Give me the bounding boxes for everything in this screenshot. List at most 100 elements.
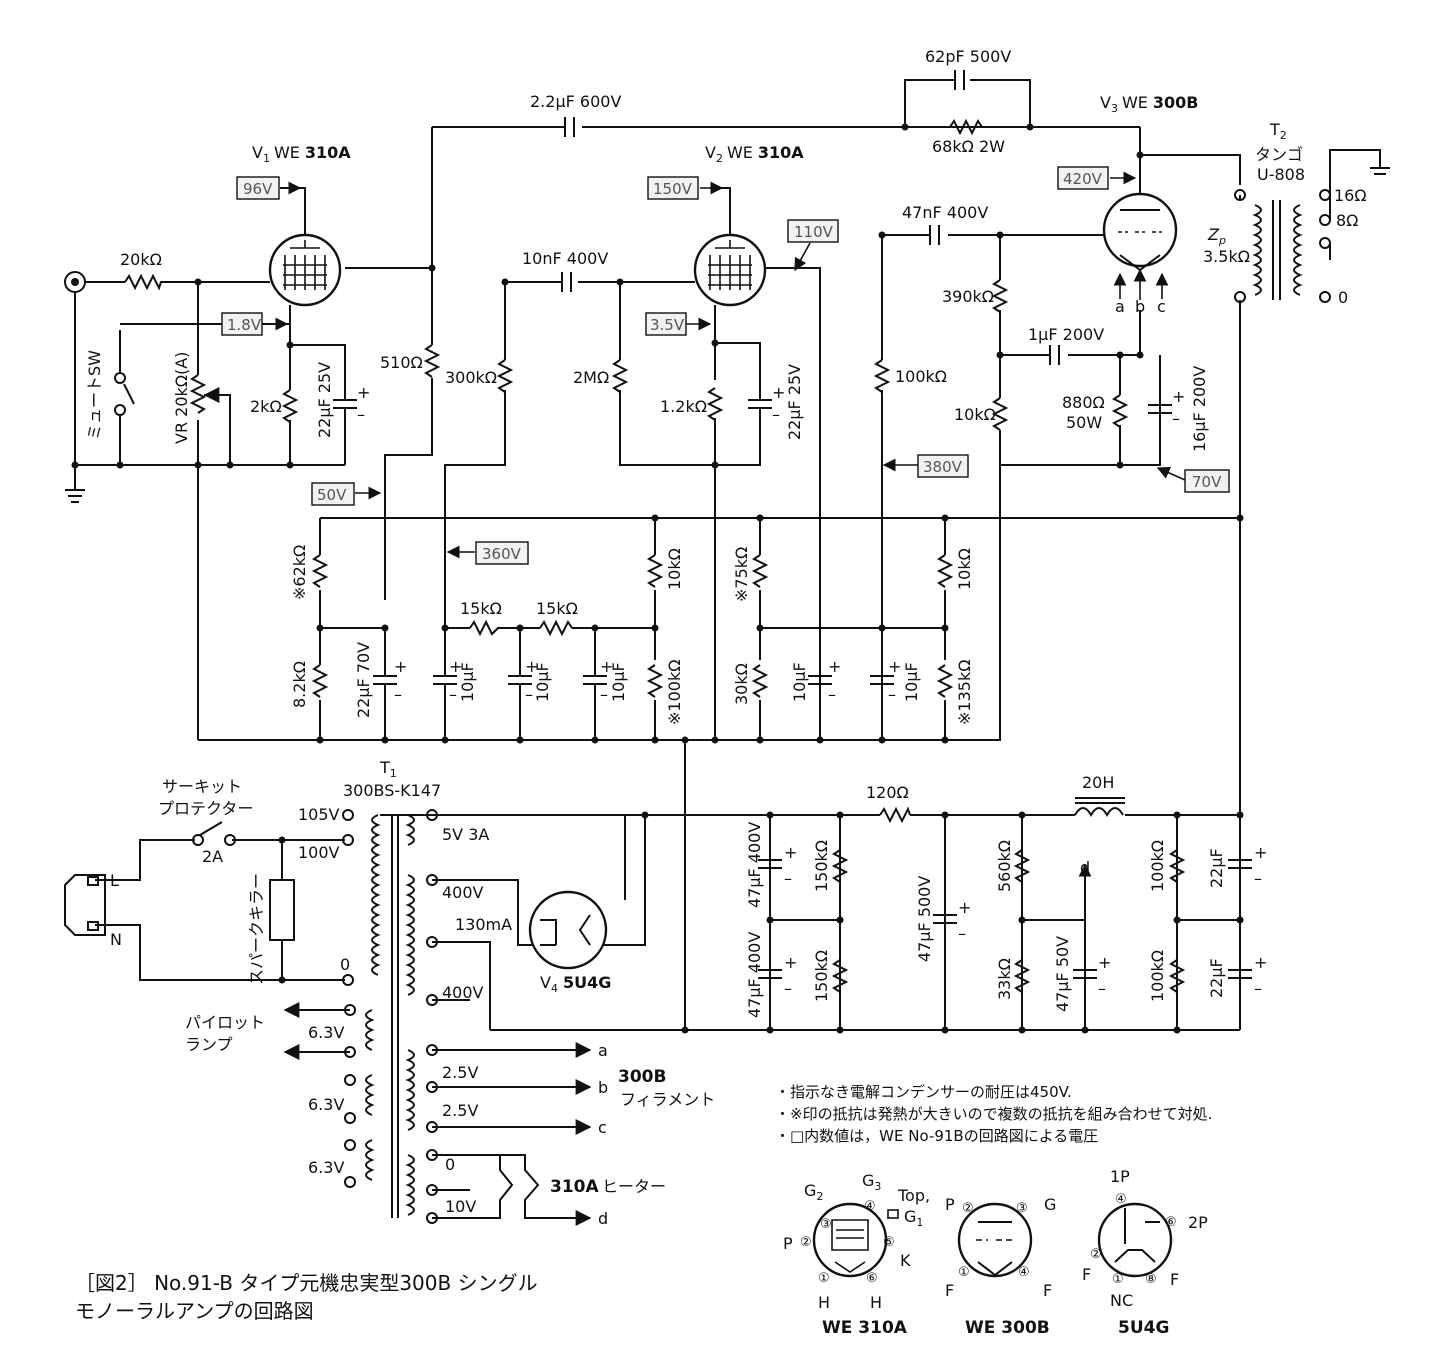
label-r-10k-b: 10kΩ	[665, 548, 684, 590]
resistor-300k	[496, 359, 514, 393]
svg-text:Top,: Top,	[897, 1186, 930, 1205]
svg-text:–: –	[1172, 409, 1180, 428]
svg-text:–: –	[1254, 979, 1262, 998]
label-r-560k: 560kΩ	[995, 840, 1014, 892]
svg-text:+: +	[784, 843, 797, 862]
svg-text:–: –	[958, 924, 966, 943]
label-c-62pF: 62pF 500V	[925, 47, 1011, 66]
svg-text:1.8V: 1.8V	[227, 316, 262, 334]
junctions	[71, 123, 1244, 1034]
label-c-47uF500: 47μF 500V	[915, 876, 934, 962]
svg-text:2.5V: 2.5V	[442, 1063, 478, 1082]
svg-text:P: P	[945, 1195, 955, 1214]
notes: ・指示なき電解コンデンサーの耐圧は450V. ・※印の抵抗は発熱が大きいので複数…	[775, 1083, 1212, 1145]
cap-22uF25-2	[748, 390, 772, 420]
svg-text:+: +	[1254, 843, 1267, 862]
cap-22uF-1	[1228, 859, 1252, 869]
svg-text:F: F	[1043, 1281, 1052, 1300]
svg-text:サーキット: サーキット	[162, 777, 242, 796]
svg-text:①: ①	[818, 1271, 830, 1286]
cap-16uF	[1148, 380, 1172, 425]
svg-text:130mA: 130mA	[455, 915, 512, 934]
svg-text:110V: 110V	[794, 223, 834, 241]
label-r-510: 510Ω	[380, 353, 423, 372]
pinout-5u4g: ④ ⑥ ② ① ⑧ 1P 2P F F NC 5U4G	[1082, 1167, 1208, 1338]
svg-text:400V: 400V	[442, 883, 484, 902]
voltage-box: 110V	[787, 219, 839, 243]
svg-text:P: P	[783, 1234, 793, 1253]
svg-text:–: –	[449, 685, 457, 704]
label-r-20k: 20kΩ	[120, 250, 162, 269]
svg-text:0: 0	[1338, 288, 1348, 307]
svg-text:②: ②	[1090, 1247, 1102, 1262]
label-r-880-watt: 50W	[1066, 413, 1102, 432]
resistor-30k	[751, 664, 769, 698]
resistor-100k-b	[646, 664, 664, 698]
svg-text:WE 300B: WE 300B	[965, 1318, 1050, 1338]
cap-10uF-2	[508, 660, 532, 700]
svg-text:フィラメント: フィラメント	[620, 1090, 715, 1109]
label-c-10uF-2: 10μF	[533, 662, 552, 702]
label-r-300k: 300kΩ	[445, 368, 497, 387]
circuit-breaker[interactable]	[192, 821, 236, 846]
label-r-68k: 68kΩ 2W	[932, 137, 1005, 156]
svg-text:105V: 105V	[298, 805, 340, 824]
label-r-1-2k: 1.2kΩ	[660, 397, 707, 416]
label-r-390k: 390kΩ	[942, 287, 994, 306]
svg-text:③: ③	[820, 1217, 832, 1232]
label-r-33k: 33kΩ	[995, 958, 1014, 1000]
svg-text:G1: G1	[904, 1207, 923, 1229]
svg-text:c: c	[1157, 297, 1166, 316]
tube-v3	[1102, 192, 1178, 272]
voltage-box: 1.8V	[221, 312, 263, 336]
cap-10uF-1	[433, 660, 457, 700]
resistor-1-2k	[706, 387, 724, 421]
tube-v4	[528, 890, 608, 970]
svg-text:・指示なき電解コンデンサーの耐圧は450V.: ・指示なき電解コンデンサーの耐圧は450V.	[775, 1083, 1072, 1101]
svg-text:②: ②	[800, 1235, 812, 1250]
label-r-100k-b: ※100kΩ	[665, 660, 684, 725]
svg-text:96V: 96V	[243, 180, 273, 198]
svg-text:100V: 100V	[298, 843, 340, 862]
label-r-150k-2: 150kΩ	[812, 950, 831, 1002]
label-r-150k-1: 150kΩ	[812, 840, 831, 892]
svg-text:3.5kΩ: 3.5kΩ	[1203, 247, 1250, 266]
svg-text:L: L	[110, 871, 119, 890]
cap-47uF50	[1073, 969, 1097, 979]
output-transformer	[1234, 189, 1331, 303]
svg-text:U-808: U-808	[1257, 165, 1305, 184]
svg-text:400V: 400V	[442, 983, 484, 1002]
svg-text:⑤: ⑤	[883, 1235, 895, 1250]
svg-text:–: –	[1098, 979, 1106, 998]
svg-text:+: +	[828, 657, 841, 676]
cap-47uF500	[933, 914, 957, 924]
svg-text:プロテクター: プロテクター	[158, 799, 253, 818]
label-c-22uF25-1: 22μF 25V	[315, 362, 334, 438]
spark-killer	[269, 879, 295, 941]
svg-text:d: d	[1080, 858, 1090, 877]
label-vr: VR 20kΩ(A)	[172, 352, 191, 444]
resistor-10k-b	[646, 554, 664, 588]
svg-text:F: F	[1170, 1270, 1179, 1289]
voltage-box: 150V	[647, 176, 699, 200]
label-mute-switch: ミュートSW	[85, 350, 104, 440]
cap-22uF70	[373, 660, 397, 700]
svg-text:–: –	[772, 405, 780, 424]
svg-text:K: K	[900, 1251, 911, 1270]
svg-text:+: +	[449, 657, 462, 676]
svg-text:④: ④	[864, 1199, 876, 1214]
voltage-box: 360V	[475, 541, 529, 565]
svg-text:①: ①	[1112, 1272, 1124, 1287]
svg-text:300BS-K147: 300BS-K147	[343, 781, 441, 800]
svg-text:–: –	[525, 685, 533, 704]
svg-text:②: ②	[962, 1201, 974, 1216]
cap-10nF	[561, 272, 572, 292]
svg-text:b: b	[598, 1078, 608, 1097]
svg-text:H: H	[818, 1293, 830, 1312]
svg-text:ランプ: ランプ	[185, 1035, 233, 1054]
svg-text:Zp: Zp	[1207, 225, 1226, 247]
label-r-100k-a: 100kΩ	[895, 367, 947, 386]
cap-47uF400-2	[758, 969, 782, 979]
